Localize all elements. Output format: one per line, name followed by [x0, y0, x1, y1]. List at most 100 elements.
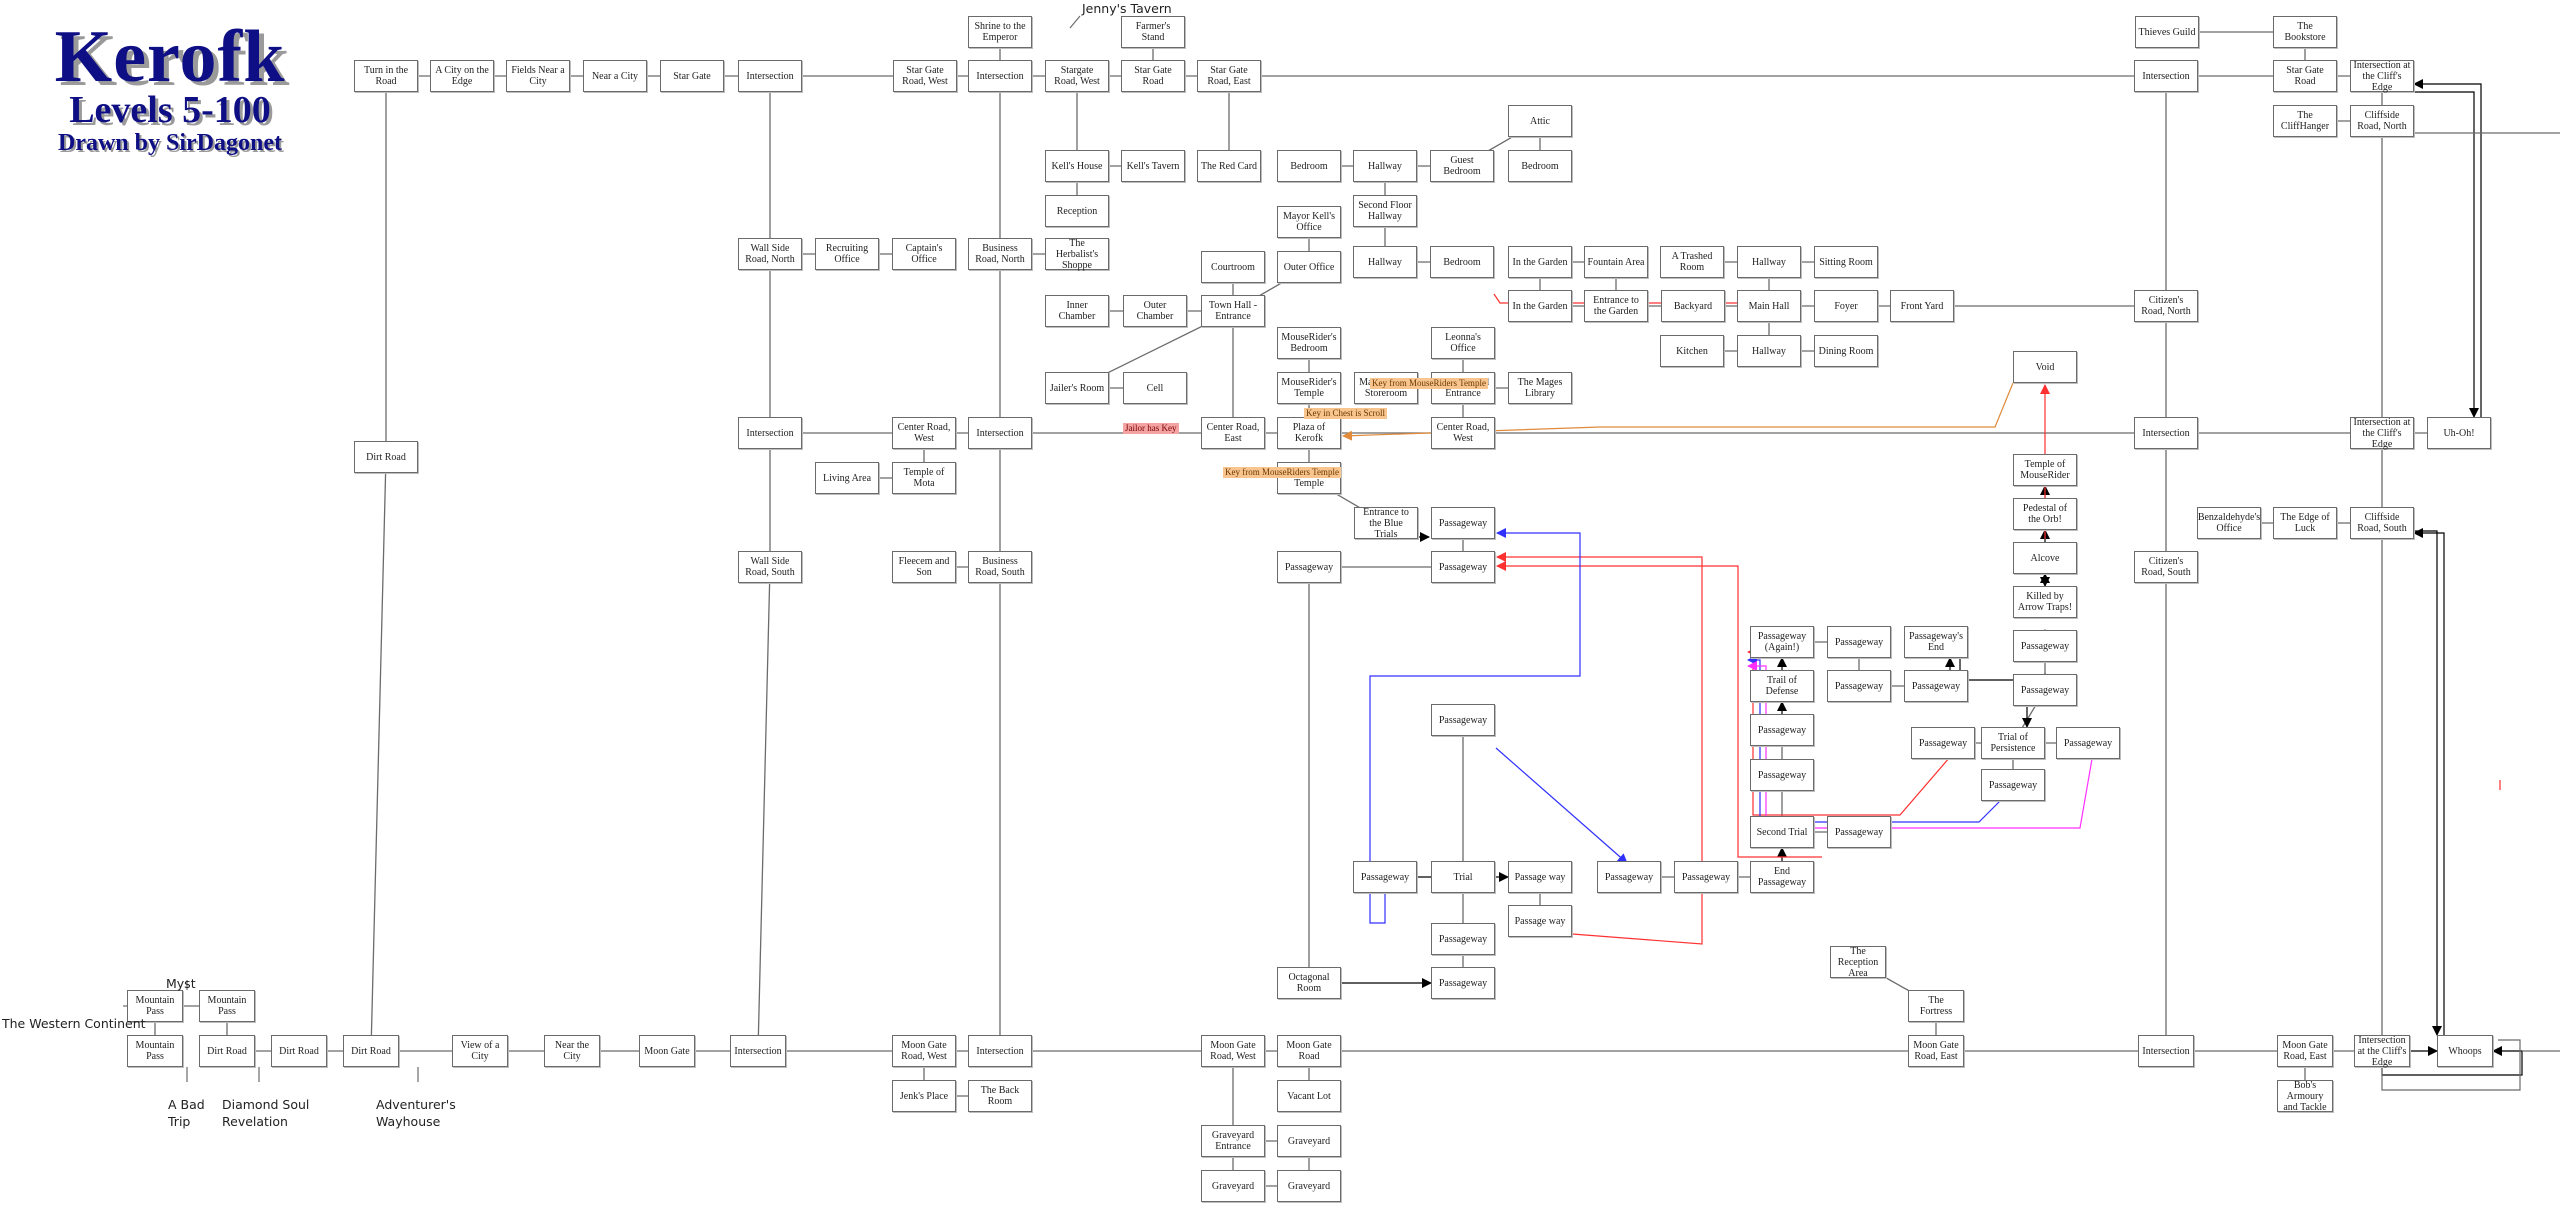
room-label: Passageway: [1438, 933, 1488, 945]
room-pass16: Passageway: [1353, 861, 1417, 893]
room-label: Backyard: [1673, 300, 1713, 312]
room-gardenent: Entrance to the Garden: [1584, 290, 1648, 322]
room-persist: Trial of Persistence: [1981, 727, 2045, 759]
room-label: Entrance to the Blue Trials: [1363, 506, 1409, 540]
room-townhall: Town Hall - Entrance: [1201, 295, 1265, 327]
room-label: Star Gate: [673, 70, 711, 82]
room-uhoh: Uh-Oh!: [2427, 417, 2491, 449]
room-label: Octagonal Room: [1288, 972, 1330, 994]
room-mp3: Mountain Pass: [127, 1035, 183, 1067]
room-reception2: The Reception Area: [1830, 946, 1886, 979]
room-label: Recruiting Office: [825, 243, 869, 265]
room-label: Near the City: [554, 1040, 590, 1062]
room-sgr2: Star Gate Road: [2273, 60, 2337, 92]
room-label: Star Gate Road: [1134, 65, 1172, 87]
room-dirt_mid: Dirt Road: [354, 441, 418, 473]
room-label: Intersection: [746, 70, 794, 82]
room-label: Vacant Lot: [1287, 1090, 1331, 1102]
room-bookstore: The Bookstore: [2273, 16, 2337, 48]
room-moongate: Moon Gate: [639, 1035, 695, 1067]
room-mp2: Mountain Pass: [199, 990, 255, 1022]
room-label: Sitting Room: [1819, 256, 1873, 268]
room-farmer: Farmer's Stand: [1121, 16, 1185, 48]
note-n2: Key in Chest is Scroll: [1304, 408, 1387, 419]
room-grave1: Graveyard: [1277, 1125, 1341, 1157]
room-secondfloor: Second Floor Hallway: [1353, 195, 1417, 227]
room-int8: Intersection: [968, 1035, 1032, 1067]
room-mgrw2: Moon Gate Road, West: [1201, 1035, 1265, 1067]
room-alcove: Alcove: [2013, 542, 2077, 574]
room-redcard: The Red Card: [1197, 150, 1261, 182]
room-pass17b: Passageway: [1674, 861, 1738, 893]
room-label: Moon Gate Road, East: [1913, 1040, 1959, 1062]
room-pass12: Passageway: [1750, 759, 1814, 791]
room-label: Graveyard: [1287, 1180, 1331, 1192]
blue-pass16-pass1: [1369, 528, 1581, 924]
room-pass11: Passageway: [2056, 727, 2120, 759]
room-label: Pedestal of the Orb!: [2022, 503, 2068, 525]
room-fleecem: Fleecem and Son: [892, 551, 956, 583]
room-label: Moon Gate Road, West: [1210, 1040, 1256, 1062]
room-pass5: Passageway: [2013, 630, 2077, 662]
room-vacant: Vacant Lot: [1277, 1080, 1341, 1112]
room-label: Dirt Road: [207, 1045, 247, 1057]
room-label: Passageway: [1438, 977, 1488, 989]
room-garden1: In the Garden: [1508, 246, 1572, 278]
room-edgeluck: The Edge of Luck: [2273, 507, 2337, 539]
room-pass6: Passageway: [1827, 670, 1891, 702]
room-label: Passageway: [1757, 724, 1807, 736]
room-label: Uh-Oh!: [2443, 427, 2475, 439]
room-pass7: Passageway: [1904, 670, 1968, 702]
room-label: Bedroom: [1443, 256, 1481, 268]
room-label: Hallway: [1368, 160, 1402, 172]
room-label: The Herbalist's Shoppe: [1055, 237, 1099, 271]
room-backyard: Backyard: [1661, 290, 1725, 322]
room-label: Front Yard: [1900, 300, 1944, 312]
room-label: Passageway: [1834, 826, 1884, 838]
room-label: Bedroom: [1290, 160, 1328, 172]
room-label: The Mages Library: [1517, 377, 1563, 399]
room-wallN: Wall Side Road, North: [738, 238, 802, 270]
room-nearcity: Near a City: [583, 60, 647, 92]
external-label-western: The Western Continent: [2, 1016, 146, 1031]
room-label: Passageway: [1438, 561, 1488, 573]
room-label: View of a City: [460, 1040, 500, 1062]
room-sgrw: Star Gate Road, West: [893, 60, 957, 92]
room-label: Passageway: [1604, 871, 1654, 883]
room-label: Dirt Road: [279, 1045, 319, 1057]
room-citizenN: Citizen's Road, North: [2134, 290, 2198, 322]
title-name: Kerofk: [54, 16, 286, 98]
room-benz: Benzaldehyde's Office: [2197, 507, 2261, 539]
room-label: Dirt Road: [351, 1045, 391, 1057]
room-stargate: Star Gate: [660, 60, 724, 92]
room-pass18: Passageway: [1431, 923, 1495, 955]
room-label: Outer Office: [1283, 261, 1335, 273]
room-label: Center Road, East: [1206, 422, 1260, 444]
room-crw2: Center Road, West: [1431, 417, 1495, 449]
room-label: Wall Side Road, North: [745, 243, 795, 265]
room-passagain: Passageway (Again!): [1750, 626, 1814, 658]
room-dirt2: Dirt Road: [271, 1035, 327, 1067]
room-cliff3: Intersection at the Cliff's Edge: [2354, 1035, 2410, 1068]
room-label: MouseRider's Temple: [1281, 377, 1337, 399]
room-citizenS: Citizen's Road, South: [2134, 551, 2198, 583]
room-mgr: Moon Gate Road: [1277, 1035, 1341, 1067]
room-cliffhanger: The CliffHanger: [2273, 105, 2337, 137]
room-label: Living Area: [822, 472, 872, 484]
room-pass2: Passageway: [1277, 551, 1341, 583]
room-attic: Attic: [1508, 105, 1572, 137]
room-label: Passageway: [2020, 640, 2070, 652]
room-pass14: Passageway: [1827, 816, 1891, 848]
room-label: The Red Card: [1200, 160, 1258, 172]
room-label: Courtroom: [1211, 261, 1255, 273]
label-stub-0: [1069, 15, 1081, 29]
room-label: Trial of Persistence: [1990, 732, 2036, 754]
room-jailer: Jailer's Room: [1045, 372, 1109, 404]
room-label: Fleecem and Son: [898, 556, 950, 578]
room-pass13: Passageway: [1981, 769, 2045, 801]
room-label: Moon Gate Road: [1286, 1040, 1332, 1062]
room-reception: Reception: [1045, 195, 1109, 227]
room-label: Intersection: [2142, 1045, 2190, 1057]
